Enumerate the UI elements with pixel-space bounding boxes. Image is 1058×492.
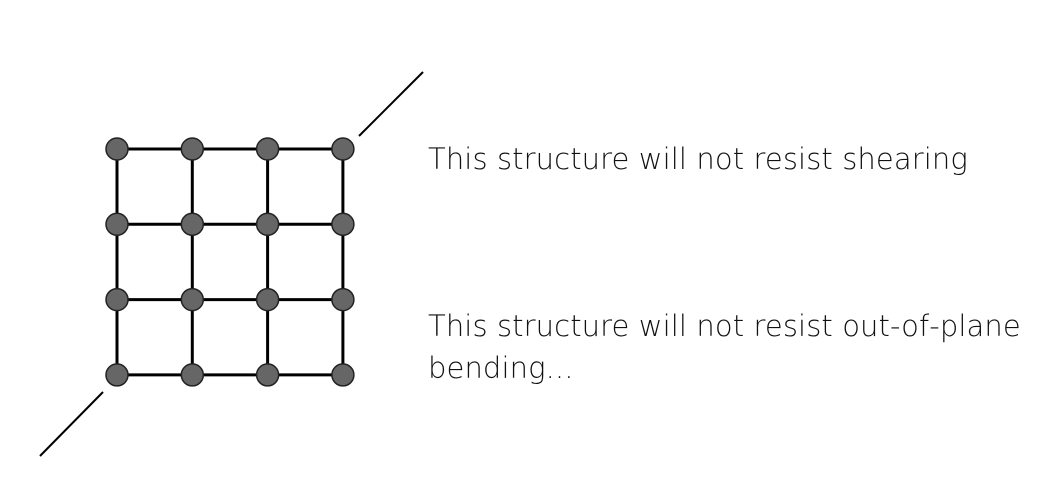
caption-bending-line-2: bending... xyxy=(428,351,574,385)
lattice-node xyxy=(331,363,355,387)
lattice-node xyxy=(331,212,355,237)
caption-bending-line-1: This structure will not resist out-of-pl… xyxy=(428,309,1021,343)
lattice-node xyxy=(105,212,129,237)
diagonal-axis-lower xyxy=(39,391,104,457)
lattice-node xyxy=(105,287,129,312)
lattice-node xyxy=(180,137,205,161)
lattice-node xyxy=(105,363,129,387)
lattice-node xyxy=(255,137,280,161)
lattice-node xyxy=(180,363,205,387)
caption-shearing: This structure will not resist shearing xyxy=(428,142,968,176)
lattice-node xyxy=(331,287,355,312)
lattice-node xyxy=(255,363,280,387)
lattice-node xyxy=(180,287,205,312)
lattice-node xyxy=(331,137,355,161)
lattice-edges xyxy=(115,147,345,377)
lattice-node xyxy=(105,137,129,161)
lattice-nodes xyxy=(105,137,355,387)
lattice-node xyxy=(255,212,280,237)
lattice-node xyxy=(180,212,205,237)
lattice-node xyxy=(255,287,280,312)
diagonal-axis-upper xyxy=(358,71,424,137)
caption-bending: This structure will not resist out-of-pl… xyxy=(428,305,1021,389)
